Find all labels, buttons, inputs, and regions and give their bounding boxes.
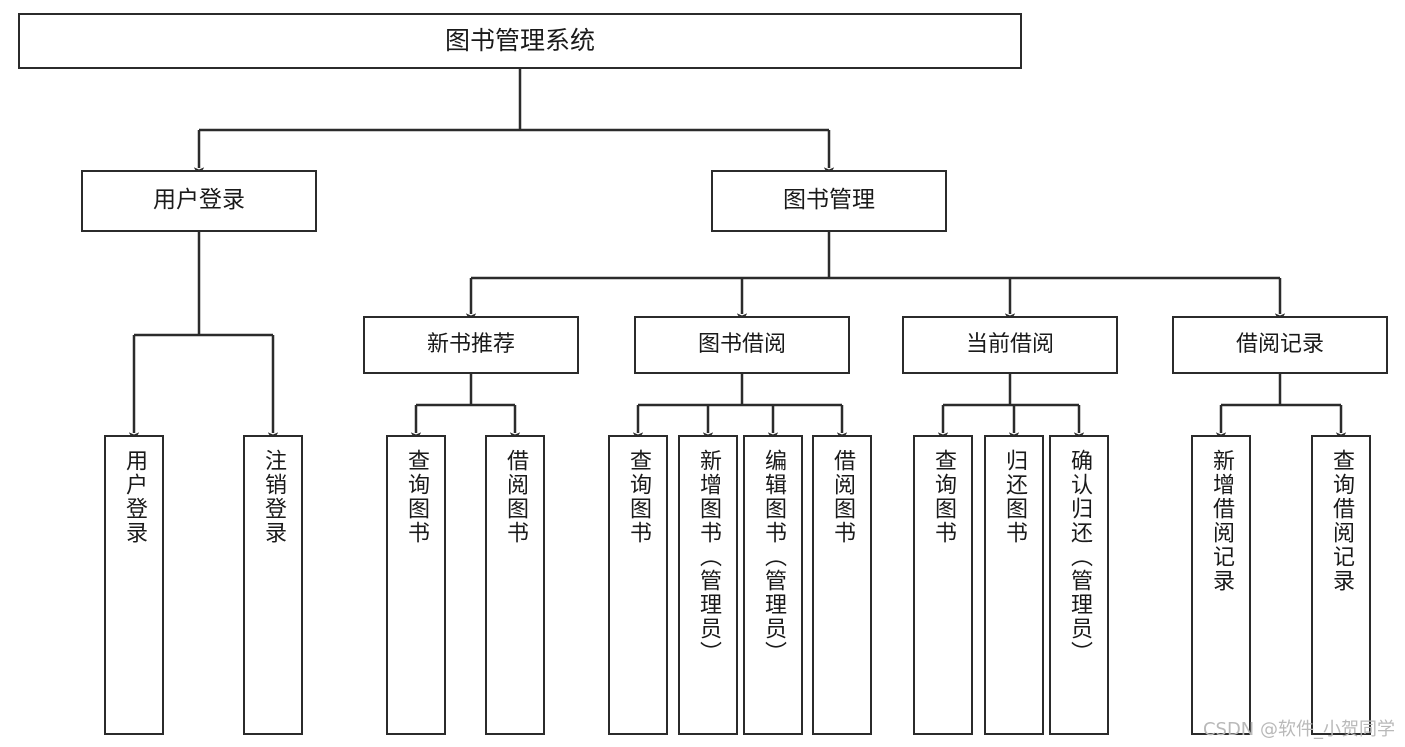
node-leaf-query-book-cur[interactable]: 查询图书 <box>913 435 973 735</box>
node-leaf-query-book-label: 查询图书 <box>626 449 651 545</box>
node-leaf-borrow-book-label: 借阅图书 <box>830 449 855 545</box>
node-leaf-query-book[interactable]: 查询图书 <box>608 435 668 735</box>
node-root-label: 图书管理系统 <box>444 26 595 55</box>
csdn-watermark: CSDN @软件_小贺同学 <box>1202 719 1395 740</box>
node-leaf-confirm-return-label: 确认归还（管理员） <box>1067 449 1092 665</box>
node-borrow-record-label: 借阅记录 <box>1235 331 1324 357</box>
node-leaf-return-book[interactable]: 归还图书 <box>984 435 1044 735</box>
node-book-borrow-label: 图书借阅 <box>697 331 786 357</box>
node-book-manage[interactable]: 图书管理 <box>711 170 947 232</box>
node-leaf-query-book-rec-label: 查询图书 <box>404 449 429 545</box>
node-leaf-edit-book-admin[interactable]: 编辑图书（管理员） <box>743 435 803 735</box>
node-leaf-logout[interactable]: 注销登录 <box>243 435 303 735</box>
node-leaf-query-book-rec[interactable]: 查询图书 <box>386 435 446 735</box>
node-leaf-user-login-label: 用户登录 <box>122 449 147 545</box>
node-book-borrow[interactable]: 图书借阅 <box>634 316 850 374</box>
node-leaf-borrow-book-rec-label: 借阅图书 <box>503 449 528 545</box>
node-leaf-add-book-admin[interactable]: 新增图书（管理员） <box>678 435 738 735</box>
node-book-manage-label: 图书管理 <box>783 187 875 214</box>
node-leaf-query-book-cur-label: 查询图书 <box>931 449 956 545</box>
node-leaf-logout-label: 注销登录 <box>261 449 286 545</box>
node-current-borrow-label: 当前借阅 <box>965 331 1054 357</box>
node-root[interactable]: 图书管理系统 <box>18 13 1022 69</box>
node-leaf-edit-book-admin-label: 编辑图书（管理员） <box>761 449 786 665</box>
node-leaf-add-record-label: 新增借阅记录 <box>1209 449 1234 593</box>
node-leaf-query-record-label: 查询借阅记录 <box>1329 449 1354 593</box>
node-leaf-return-book-label: 归还图书 <box>1002 449 1027 545</box>
node-leaf-borrow-book[interactable]: 借阅图书 <box>812 435 872 735</box>
node-leaf-query-record[interactable]: 查询借阅记录 <box>1311 435 1371 735</box>
node-new-book-recommend[interactable]: 新书推荐 <box>363 316 579 374</box>
node-leaf-confirm-return[interactable]: 确认归还（管理员） <box>1049 435 1109 735</box>
node-leaf-borrow-book-rec[interactable]: 借阅图书 <box>485 435 545 735</box>
node-borrow-record[interactable]: 借阅记录 <box>1172 316 1388 374</box>
node-leaf-add-record[interactable]: 新增借阅记录 <box>1191 435 1251 735</box>
node-user-login[interactable]: 用户登录 <box>81 170 317 232</box>
node-current-borrow[interactable]: 当前借阅 <box>902 316 1118 374</box>
node-new-book-recommend-label: 新书推荐 <box>426 331 515 357</box>
node-leaf-user-login[interactable]: 用户登录 <box>104 435 164 735</box>
node-leaf-add-book-admin-label: 新增图书（管理员） <box>696 449 721 665</box>
node-user-login-label: 用户登录 <box>153 187 245 214</box>
